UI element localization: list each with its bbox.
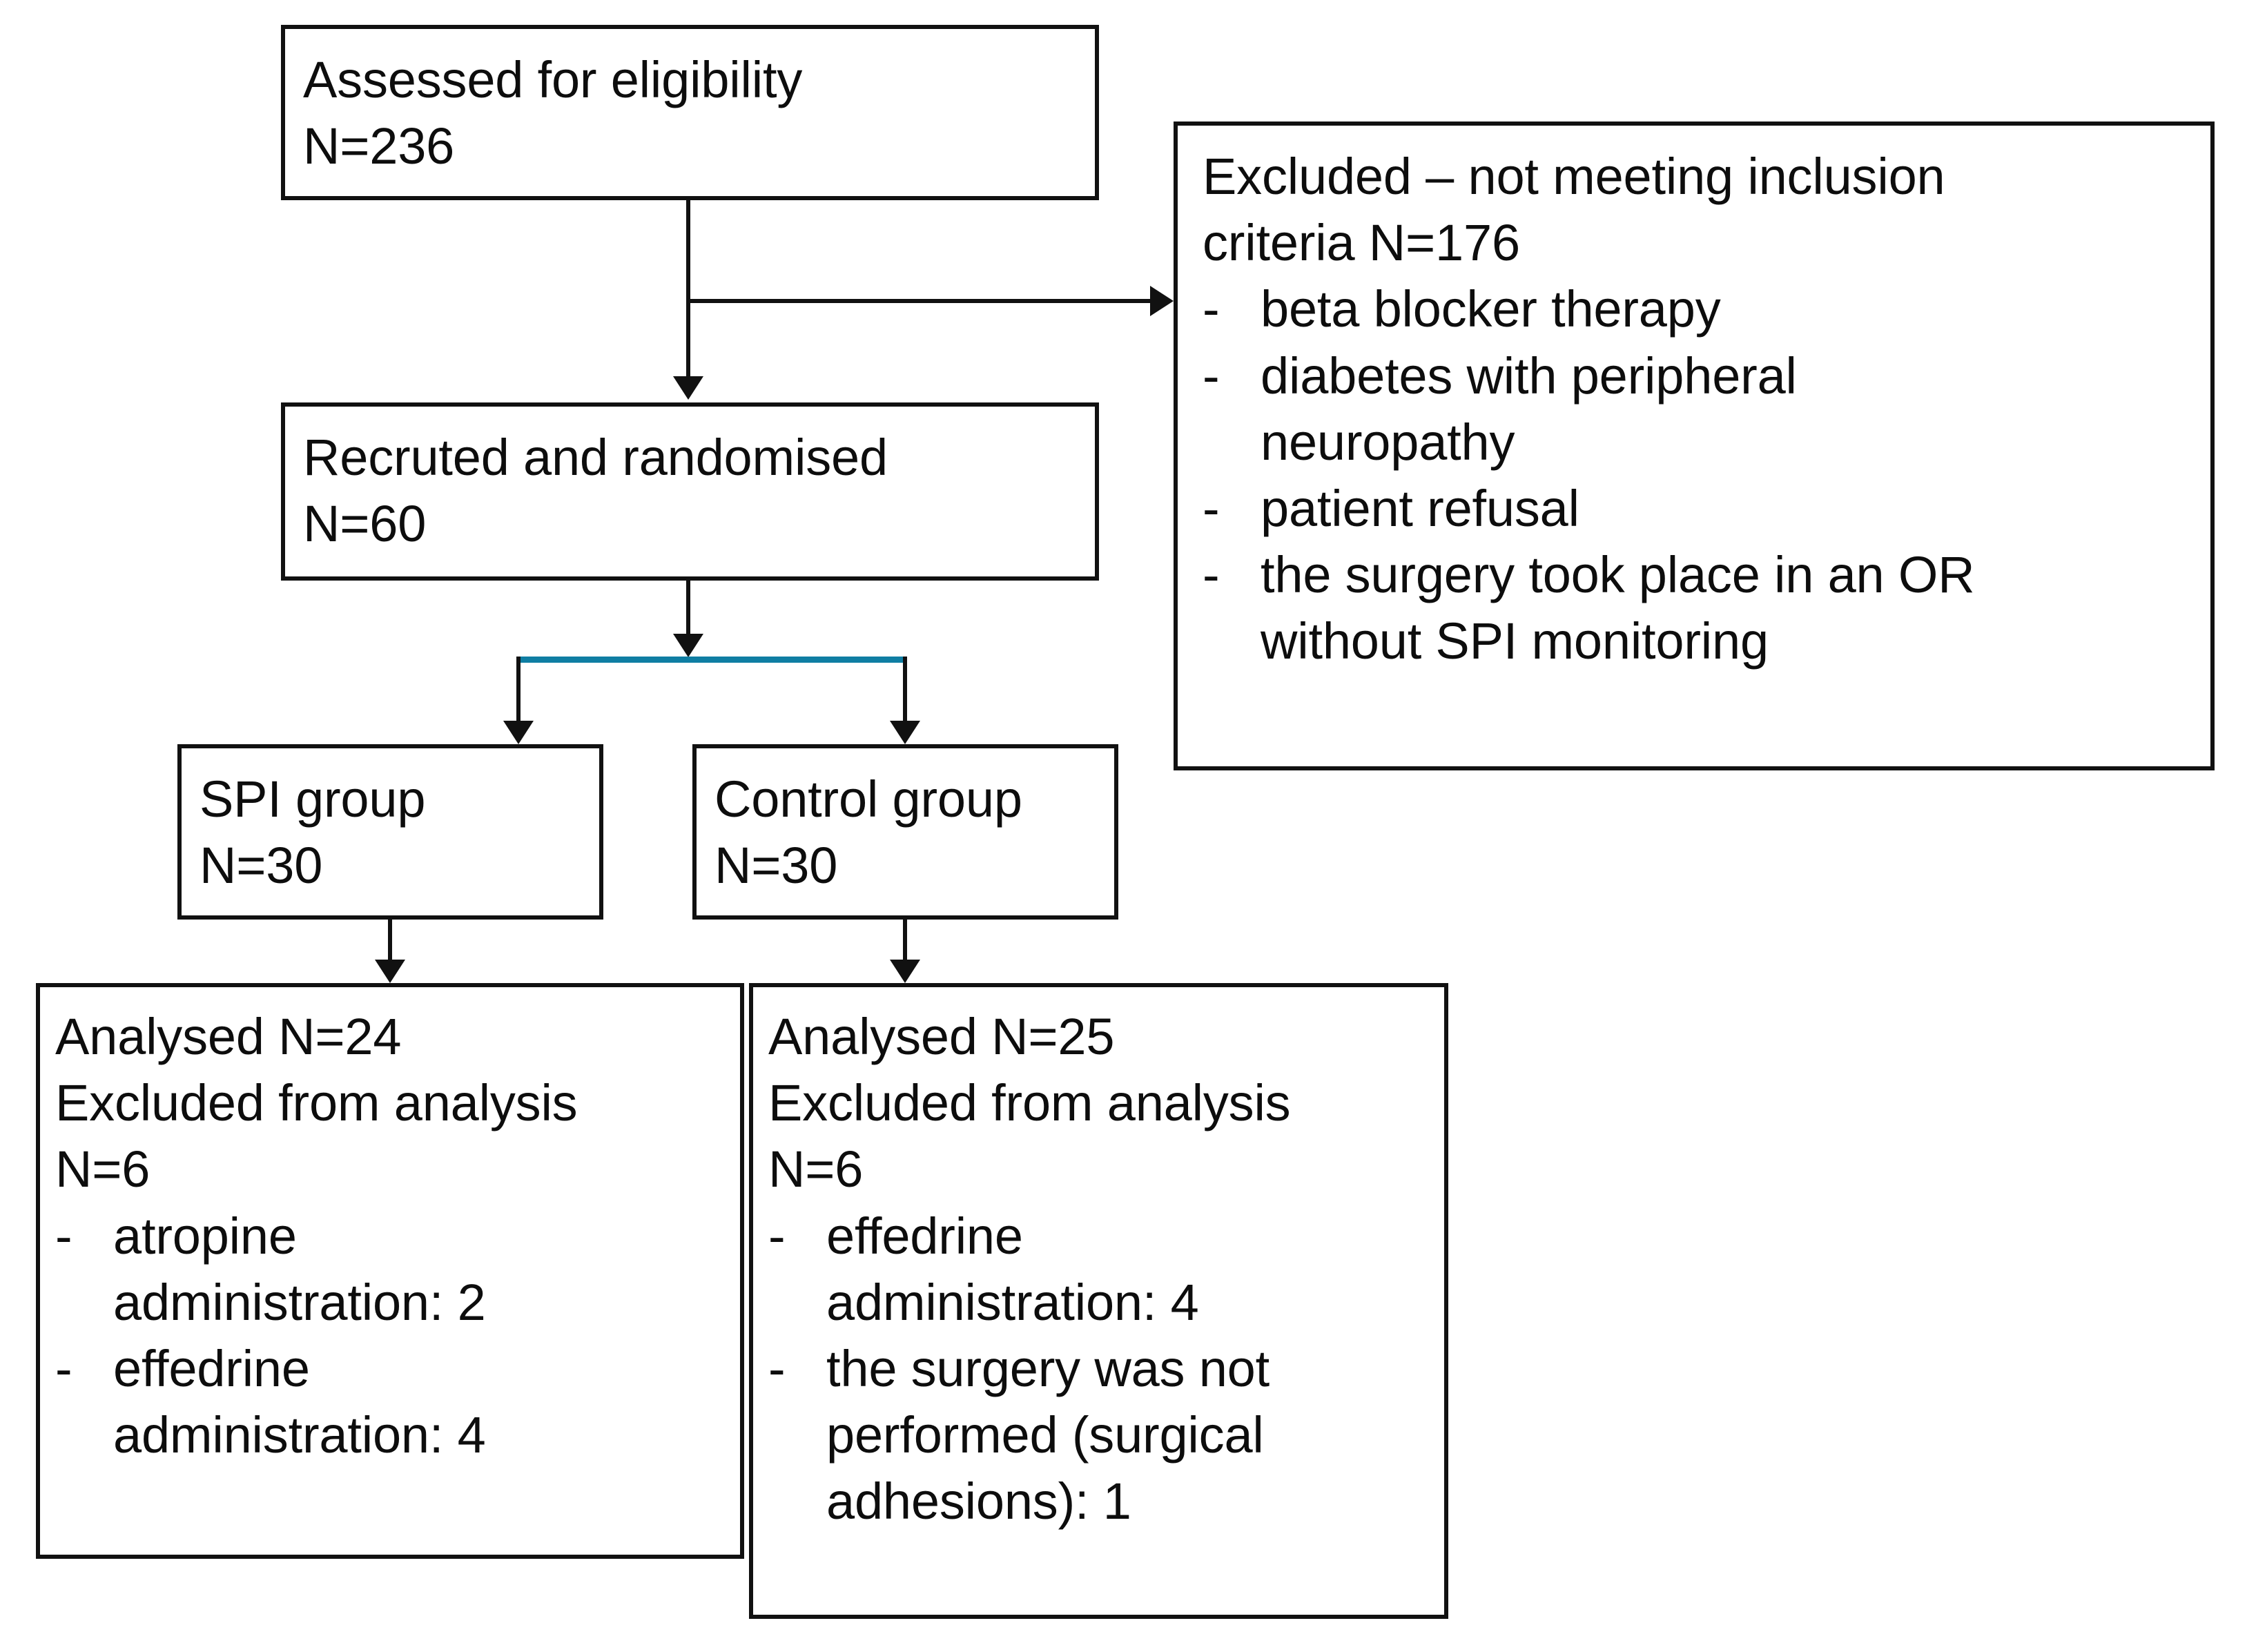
bullet-dash: - <box>1203 280 1220 338</box>
node-recruited-and-randomised: Recruted and randomised N=60 <box>281 402 1099 581</box>
arrowhead-split-to-spi-group <box>503 721 534 744</box>
connector-spi-group-to-analysed <box>388 920 392 960</box>
connector-assessed-to-excluded <box>686 299 1150 303</box>
analysed-spi-reason-2-line2: administration: 4 <box>113 1406 486 1464</box>
analysed-control-excluded-label: Excluded from analysis <box>768 1074 1291 1132</box>
list-item: - the surgery was not performed (surgica… <box>768 1336 1433 1535</box>
bullet-dash: - <box>1203 347 1220 405</box>
connector-recruited-to-split <box>686 581 690 634</box>
bullet-dash: - <box>768 1339 786 1397</box>
list-item: - patient refusal <box>1203 476 2194 542</box>
list-item: - beta blocker therapy <box>1203 276 2194 342</box>
spi-group-count: N=30 <box>200 837 323 895</box>
excluded-reason-3: patient refusal <box>1261 479 1579 537</box>
analysed-spi-reason-2: effedrine administration: 4 <box>113 1336 729 1468</box>
excluded-reason-1: beta blocker therapy <box>1261 280 1721 338</box>
recruited-title: Recruted and randomised <box>303 429 888 486</box>
control-group-title: Control group <box>714 770 1022 828</box>
arrowhead-recruited-to-split <box>673 634 703 657</box>
recruited-count: N=60 <box>303 495 427 553</box>
list-item: - diabetes with peripheral neuropathy <box>1203 343 2194 476</box>
bullet-dash: - <box>1203 546 1220 604</box>
excluded-reason-list: - beta blocker therapy - diabetes with p… <box>1203 276 2194 674</box>
connector-control-group-to-analysed <box>903 920 907 960</box>
analysed-control-reason-1-line1: effedrine <box>826 1207 1023 1265</box>
analysed-control-reason-2-line2: performed (surgical <box>826 1406 1264 1464</box>
analysed-control-excluded-count: N=6 <box>768 1140 864 1198</box>
analysed-spi-reason-2-line1: effedrine <box>113 1339 310 1397</box>
arrowhead-control-group-to-analysed <box>890 960 920 983</box>
arrowhead-assessed-to-excluded <box>1150 286 1174 316</box>
list-item: - effedrine administration: 4 <box>768 1203 1433 1336</box>
spi-group-title: SPI group <box>200 770 426 828</box>
list-item: - the surgery took place in an OR withou… <box>1203 542 2194 674</box>
list-item: - atropine administration: 2 <box>55 1203 729 1336</box>
analysed-spi-excluded-label: Excluded from analysis <box>55 1074 578 1132</box>
excluded-title-line1: Excluded – not meeting inclusion <box>1203 148 1945 205</box>
analysed-spi-reason-1: atropine administration: 2 <box>113 1203 729 1336</box>
node-analysed-control: Analysed N=25 Excluded from analysis N=6… <box>749 983 1448 1619</box>
node-control-group: Control group N=30 <box>692 744 1118 920</box>
arrowhead-assessed-to-recruited <box>673 376 703 400</box>
bullet-dash: - <box>55 1207 72 1265</box>
analysed-spi-reason-list: - atropine administration: 2 - effedrine… <box>55 1203 729 1469</box>
analysed-spi-reason-1-line2: administration: 2 <box>113 1273 486 1331</box>
bullet-dash: - <box>1203 479 1220 537</box>
split-bar-accent <box>516 657 907 663</box>
node-excluded-not-meeting-criteria: Excluded – not meeting inclusion criteri… <box>1174 122 2215 770</box>
excluded-reason-2-line1: diabetes with peripheral <box>1261 347 1797 405</box>
analysed-control-reason-1-line2: administration: 4 <box>826 1273 1199 1331</box>
excluded-reason-4: the surgery took place in an OR without … <box>1261 542 2194 674</box>
arrowhead-split-to-control-group <box>890 721 920 744</box>
analysed-control-reason-2-line3: adhesions): 1 <box>826 1473 1131 1530</box>
bullet-dash: - <box>55 1339 72 1397</box>
analysed-control-count: Analysed N=25 <box>768 1008 1115 1065</box>
excluded-reason-2: diabetes with peripheral neuropathy <box>1261 343 2194 476</box>
analysed-spi-count: Analysed N=24 <box>55 1008 402 1065</box>
control-group-count: N=30 <box>714 837 838 895</box>
excluded-reason-4-line1: the surgery took place in an OR <box>1261 546 1975 604</box>
node-assessed-for-eligibility: Assessed for eligibility N=236 <box>281 25 1099 200</box>
analysed-spi-excluded-count: N=6 <box>55 1140 150 1198</box>
excluded-reason-2-line2: neuropathy <box>1261 413 1515 471</box>
list-item: - effedrine administration: 4 <box>55 1336 729 1468</box>
connector-assessed-to-recruited <box>686 200 690 376</box>
analysed-control-reason-2: the surgery was not performed (surgical … <box>826 1336 1433 1535</box>
analysed-spi-reason-1-line1: atropine <box>113 1207 297 1265</box>
excluded-reason-4-line2: without SPI monitoring <box>1261 612 1769 670</box>
bullet-dash: - <box>768 1207 786 1265</box>
excluded-title-line2: criteria N=176 <box>1203 214 1520 272</box>
assessed-title: Assessed for eligibility <box>303 51 803 108</box>
assessed-count: N=236 <box>303 117 455 175</box>
connector-split-to-control-group <box>903 657 907 721</box>
analysed-control-reason-2-line1: the surgery was not <box>826 1339 1270 1397</box>
connector-split-to-spi-group <box>516 657 521 721</box>
arrowhead-spi-group-to-analysed <box>375 960 405 983</box>
node-analysed-spi: Analysed N=24 Excluded from analysis N=6… <box>36 983 744 1559</box>
node-spi-group: SPI group N=30 <box>177 744 603 920</box>
analysed-control-reason-1: effedrine administration: 4 <box>826 1203 1433 1336</box>
analysed-control-reason-list: - effedrine administration: 4 - the surg… <box>768 1203 1433 1535</box>
